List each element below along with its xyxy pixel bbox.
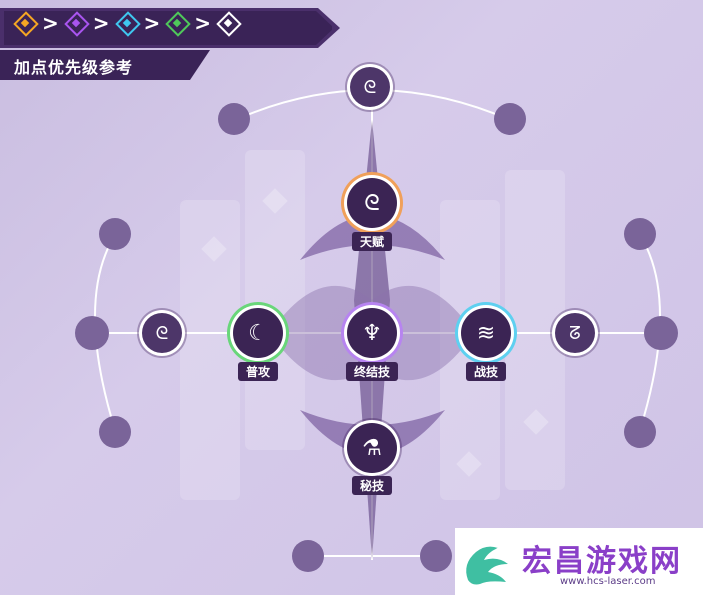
watermark-brand: 宏昌游戏网 (522, 544, 682, 579)
ultimate-label: 终结技 (345, 362, 399, 381)
trace-slot[interactable] (75, 316, 109, 350)
swirl-icon: ᘔ (569, 322, 581, 344)
talent-label: 天赋 (351, 232, 393, 251)
ultimate-icon: ♆ (362, 320, 382, 346)
technique-label: 秘技 (351, 476, 393, 495)
arrow-icon: > (194, 11, 212, 35)
trace-slot[interactable] (99, 416, 131, 448)
cyan-diamond-icon (116, 12, 138, 34)
page-title: 加点优先级参考 (14, 58, 134, 77)
top-trace-node[interactable]: ᘓ (350, 67, 390, 107)
orange-diamond-icon (14, 12, 36, 34)
skill-label: 战技 (465, 362, 507, 381)
bg-banner-left (180, 200, 240, 500)
trace-slot[interactable] (420, 540, 452, 572)
dragon-icon: ᘓ (363, 76, 377, 98)
trace-slot[interactable] (624, 416, 656, 448)
purple-diamond-icon (65, 12, 87, 34)
dragon-logo-icon (466, 546, 508, 585)
basic-attack-label: 普攻 (237, 362, 279, 381)
trace-slot[interactable] (494, 103, 526, 135)
priority-sequence: > > > > (14, 8, 239, 38)
talent-icon: ᘓ (364, 190, 380, 216)
arrow-icon: > (92, 11, 110, 35)
white-diamond-icon (217, 12, 239, 34)
left-trace-node[interactable]: ᘓ (142, 313, 182, 353)
trace-slot[interactable] (99, 218, 131, 250)
trace-slot[interactable] (644, 316, 678, 350)
basic-attack-icon: ☾ (248, 320, 268, 346)
green-diamond-icon (166, 12, 188, 34)
technique-node[interactable]: ⚗ (347, 423, 397, 473)
watermark-url: www.hcs-laser.com (560, 576, 656, 587)
trace-slot[interactable] (624, 218, 656, 250)
bg-banner-left-2 (245, 150, 305, 450)
technique-icon: ⚗ (362, 435, 382, 461)
trace-slot[interactable] (292, 540, 324, 572)
title-bar (0, 50, 210, 80)
arrow-icon: > (143, 11, 161, 35)
skill-node[interactable]: ≋ (461, 308, 511, 358)
basic-attack-node[interactable]: ☾ (233, 308, 283, 358)
trace-slot[interactable] (218, 103, 250, 135)
arrow-icon: > (42, 11, 59, 35)
ultimate-node[interactable]: ♆ (347, 308, 397, 358)
dragon-icon: ᘓ (155, 322, 169, 344)
right-trace-node[interactable]: ᘔ (555, 313, 595, 353)
skill-icon: ≋ (476, 320, 496, 346)
talent-node[interactable]: ᘓ (347, 178, 397, 228)
